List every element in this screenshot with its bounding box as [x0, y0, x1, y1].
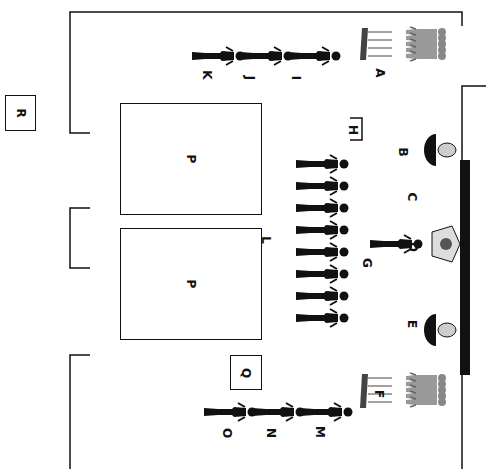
callout-letter: J: [244, 76, 256, 80]
callout-letter: L: [260, 236, 272, 244]
podiums: [424, 134, 460, 346]
callout-letter: E: [406, 320, 418, 328]
callout-letter: B: [397, 148, 409, 157]
room-box: P: [120, 103, 262, 215]
box-letter: P: [185, 155, 197, 164]
stage-bar: [460, 160, 470, 375]
callout-letter: I: [290, 76, 302, 80]
callout-letter: M: [314, 426, 326, 438]
callout-letter: F: [373, 390, 385, 398]
walls: [70, 12, 486, 469]
callout-letter: K: [201, 71, 213, 80]
group-f: [360, 373, 446, 408]
box-letter: Q: [240, 367, 252, 377]
box-letter: R: [15, 108, 27, 117]
box-letter: P: [185, 280, 197, 289]
room-box: R: [5, 95, 36, 131]
callout-letter: G: [361, 258, 373, 268]
group-a: [360, 27, 446, 61]
room-box: P: [120, 228, 262, 340]
callout-letter: D: [407, 242, 419, 252]
callout-letter: H: [347, 125, 359, 135]
callout-letter: C: [406, 192, 418, 201]
callout-letter: O: [221, 428, 233, 438]
callout-letter: N: [265, 428, 277, 438]
callout-letter: A: [374, 69, 386, 78]
room-box: Q: [230, 355, 262, 390]
